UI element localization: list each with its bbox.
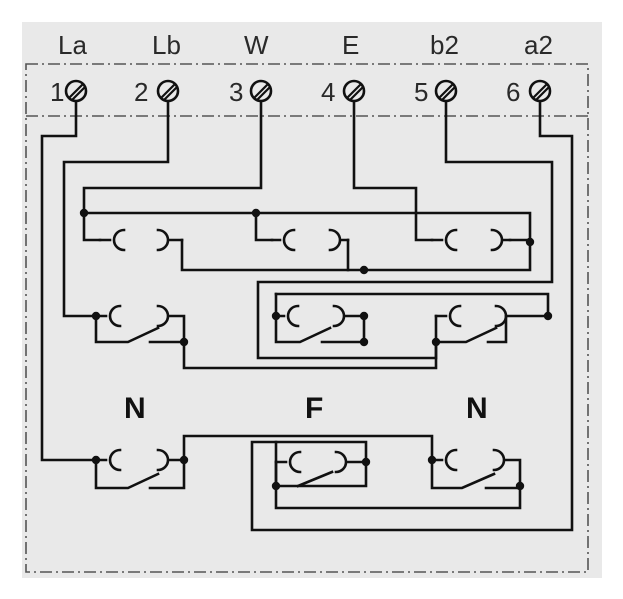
terminal-label-lb: Lb (152, 30, 181, 60)
terminal-number-4: 4 (321, 77, 335, 107)
terminal-screw-1-icon (64, 79, 88, 103)
terminal-number-3: 3 (229, 77, 243, 107)
terminal-screw-3-icon (249, 79, 273, 103)
terminal-number-2: 2 (134, 77, 148, 107)
switch-middle-left (94, 304, 186, 344)
bus-top-drop-mid (254, 211, 274, 242)
terminal-label-w: W (244, 30, 269, 60)
contact-upper-left (98, 228, 184, 252)
wire-terminal-4 (352, 100, 434, 242)
terminal-number-5: 5 (414, 77, 428, 107)
terminal-label-a2: a2 (524, 30, 553, 60)
housing-outline (25, 63, 589, 573)
terminal-number-1: 1 (50, 77, 64, 107)
terminal-screw-6-icon (528, 79, 552, 103)
terminal-label-b2: b2 (430, 30, 459, 60)
switch-label-right: N (466, 392, 488, 425)
switch-label-middle: F (305, 392, 323, 425)
terminal-label-la: La (58, 30, 87, 60)
wire-terminal-2 (62, 100, 170, 318)
bus-upper-return (180, 238, 532, 272)
switch-label-left: N (124, 392, 146, 425)
terminal-screw-4-icon (342, 79, 366, 103)
terminal-screw-5-icon (434, 79, 458, 103)
contact-upper-right (430, 228, 512, 252)
wire-terminal-6 (250, 100, 574, 532)
switch-bottom-left (94, 434, 434, 490)
bus-middle-return (182, 340, 438, 370)
wire-terminal-3 (82, 100, 263, 242)
wire-terminal-1 (40, 100, 98, 462)
terminal-screw-2-icon (156, 79, 180, 103)
bus-top (82, 211, 532, 244)
terminal-label-e: E (342, 30, 359, 60)
switch-bottom-right (430, 448, 522, 490)
wire-terminal-5 (256, 100, 554, 360)
bus-middle-center-top (274, 292, 550, 318)
switch-middle-center (274, 292, 550, 344)
contact-upper-middle (270, 228, 350, 252)
switch-middle-right (434, 304, 550, 344)
junction-dots (79, 208, 553, 491)
terminal-number-6: 6 (506, 77, 520, 107)
